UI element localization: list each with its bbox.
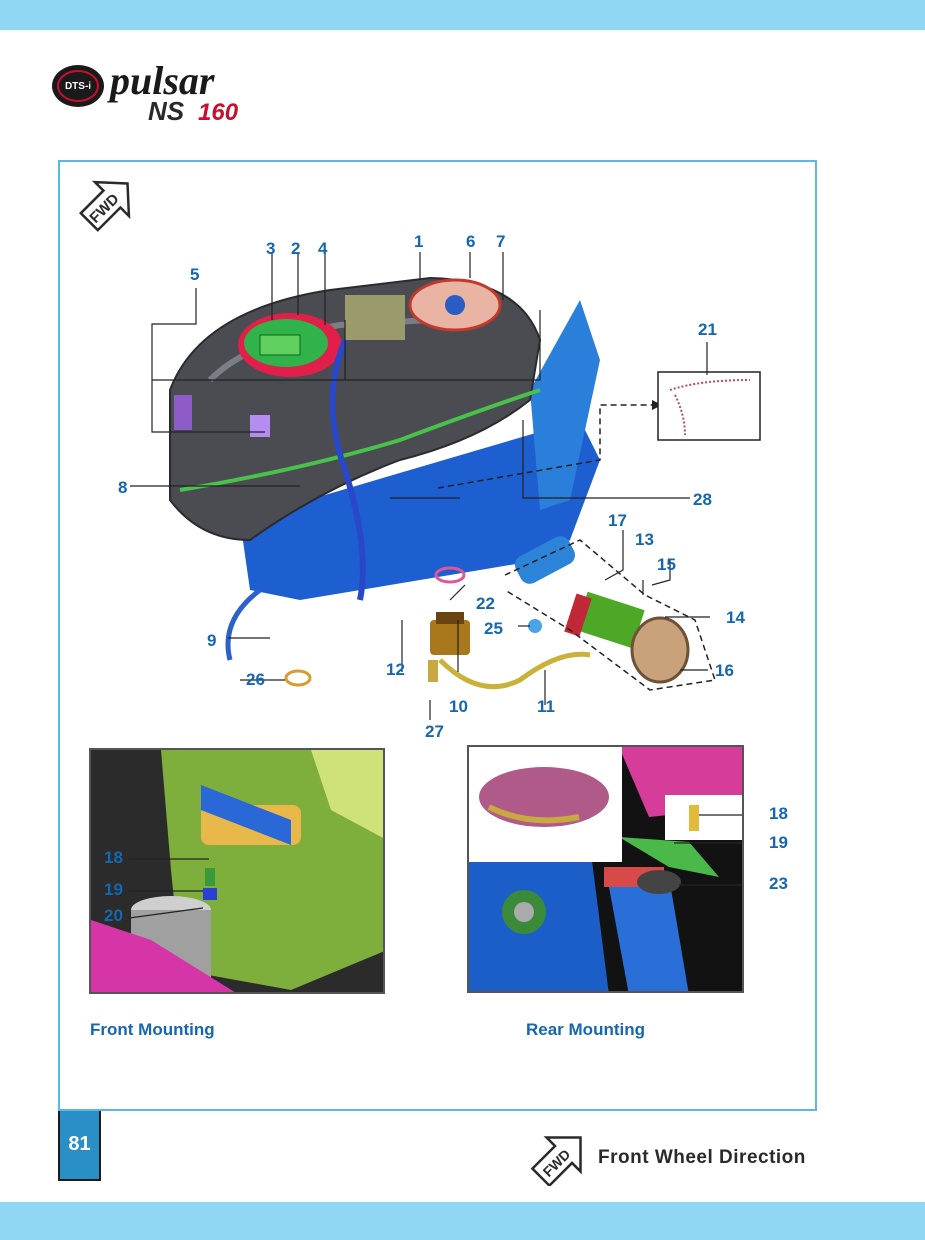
clip-26 bbox=[284, 669, 312, 687]
rear-callout-23: 23 bbox=[769, 874, 788, 893]
callout-6: 6 bbox=[466, 232, 476, 251]
callout-12: 12 bbox=[386, 660, 405, 679]
callout-27: 27 bbox=[425, 722, 444, 741]
callout-16: 16 bbox=[715, 661, 734, 680]
callout-2: 2 bbox=[291, 239, 301, 258]
front-mounting-photo bbox=[89, 748, 385, 994]
callout-26: 26 bbox=[246, 670, 265, 689]
rear-callout-18: 18 bbox=[769, 804, 788, 823]
tank-seam bbox=[179, 388, 541, 492]
exploded-outline-13 bbox=[504, 539, 716, 691]
callout-22: 22 bbox=[476, 594, 495, 613]
fuel-filter bbox=[430, 620, 470, 655]
callout-14: 14 bbox=[726, 608, 745, 627]
front-wheel-direction-label: Front Wheel Direction bbox=[598, 1147, 806, 1168]
callout-8: 8 bbox=[118, 478, 128, 497]
page-number: 81 bbox=[58, 1111, 101, 1181]
figure-frame bbox=[58, 160, 817, 1111]
fuel-tank-exploded-diagram bbox=[130, 252, 761, 720]
front-bracket bbox=[201, 785, 291, 845]
logo-model-number: 160 bbox=[198, 99, 239, 126]
logo-badge-text: DTS-i bbox=[65, 81, 91, 92]
callout-13: 13 bbox=[635, 530, 654, 549]
bolt-27 bbox=[428, 660, 438, 682]
frame-chassis bbox=[240, 420, 600, 600]
frame-rear-bracket bbox=[530, 300, 600, 510]
bracket-left-1 bbox=[174, 395, 192, 430]
logo-model-text: NS bbox=[148, 96, 185, 126]
callout-17: 17 bbox=[608, 511, 627, 530]
callout-15: 15 bbox=[657, 555, 676, 574]
callout-1: 1 bbox=[414, 232, 424, 251]
callout-25: 25 bbox=[484, 619, 503, 638]
bracket-left-2 bbox=[250, 415, 270, 437]
washer-25 bbox=[528, 619, 542, 633]
callout-10: 10 bbox=[449, 697, 468, 716]
tank-pad bbox=[345, 295, 405, 340]
rear-bracket bbox=[619, 837, 719, 877]
rear-mounting-photo bbox=[467, 745, 744, 993]
callout-21: 21 bbox=[698, 320, 717, 339]
callout-4: 4 bbox=[318, 239, 328, 258]
top-band bbox=[0, 0, 925, 30]
callout-11: 11 bbox=[537, 697, 555, 716]
callout-28: 28 bbox=[693, 490, 712, 509]
breather-hose bbox=[329, 338, 366, 601]
rubber-mount bbox=[514, 536, 576, 584]
fuel-cap-lock bbox=[259, 334, 301, 356]
callout-9: 9 bbox=[207, 631, 217, 650]
pulsar-ns160-logo: DTS-i pulsar NS 160 bbox=[52, 58, 239, 126]
fuel-line bbox=[438, 651, 591, 690]
arrow-to-21 bbox=[437, 404, 655, 489]
spring-clip bbox=[669, 379, 751, 436]
drain-hose bbox=[225, 588, 262, 661]
front-callout-19: 19 bbox=[104, 880, 123, 899]
clip-22 bbox=[434, 566, 466, 584]
inset-spring-box bbox=[657, 371, 761, 441]
fwd-legend-icon: FWD bbox=[530, 1136, 582, 1186]
rear-callout-19: 19 bbox=[769, 833, 788, 852]
fwd-arrow-icon: FWD bbox=[79, 180, 131, 232]
logo-script-text: pulsar bbox=[107, 58, 215, 103]
front-callout-18: 18 bbox=[104, 848, 123, 867]
callout-3: 3 bbox=[266, 239, 276, 258]
front-mounting-caption: Front Mounting bbox=[90, 1020, 215, 1039]
bottom-band bbox=[0, 1202, 925, 1240]
callout-7: 7 bbox=[496, 232, 506, 251]
callout-5: 5 bbox=[190, 265, 200, 284]
fuel-pump-assembly bbox=[564, 591, 690, 684]
front-callout-20: 20 bbox=[104, 906, 123, 925]
rear-mounting-caption: Rear Mounting bbox=[526, 1020, 645, 1039]
leader-lines bbox=[130, 252, 710, 720]
